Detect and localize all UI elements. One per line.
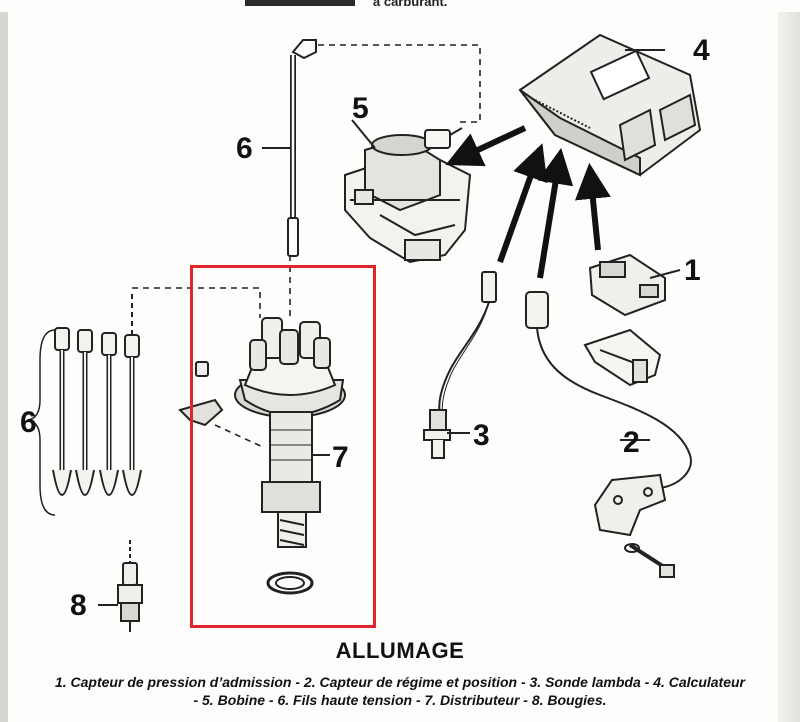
top-strip [0, 0, 800, 12]
label-7-distributeur: 7 [332, 441, 349, 474]
ignition-diagram: 5 6 4 1 3 2 6 7 8 [20, 33, 710, 632]
signal-arrows [445, 125, 611, 279]
spark-plug [117, 540, 143, 632]
distributor [178, 317, 346, 595]
label-2-capteur-regime: 2 [623, 426, 640, 459]
dashed-wiring [132, 44, 481, 449]
leader-lines [98, 49, 681, 606]
label-4-calculateur: 4 [693, 34, 710, 67]
crank-sensor [525, 291, 692, 578]
legend-line-2: - 5. Bobine - 6. Fils haute tension - 7.… [193, 692, 607, 708]
diagram-title: ALLUMAGE [335, 638, 465, 663]
page-edge-right [778, 0, 800, 722]
label-6-coil-lead: 6 [236, 132, 253, 165]
label-8-bougie: 8 [70, 589, 87, 622]
wires-brace [27, 329, 56, 516]
ecu-calculateur [518, 33, 702, 177]
top-image-edge [245, 0, 355, 6]
ignition-coil [344, 127, 472, 264]
lambda-sensor [423, 271, 497, 459]
label-6-fils: 6 [20, 406, 37, 439]
header-fragment-text: à carburant. [373, 0, 448, 9]
legend-line-1: 1. Capteur de pression d’admission - 2. … [54, 674, 746, 690]
spark-plug-wires [52, 290, 142, 496]
map-sensor [583, 253, 666, 387]
distributor-highlight-box [190, 265, 376, 628]
label-3-sonde-lambda: 3 [473, 419, 490, 452]
label-1-capteur-pression: 1 [684, 254, 701, 287]
label-5-bobine: 5 [352, 92, 369, 125]
page-edge-left [0, 0, 8, 722]
coil-lead [287, 39, 317, 257]
